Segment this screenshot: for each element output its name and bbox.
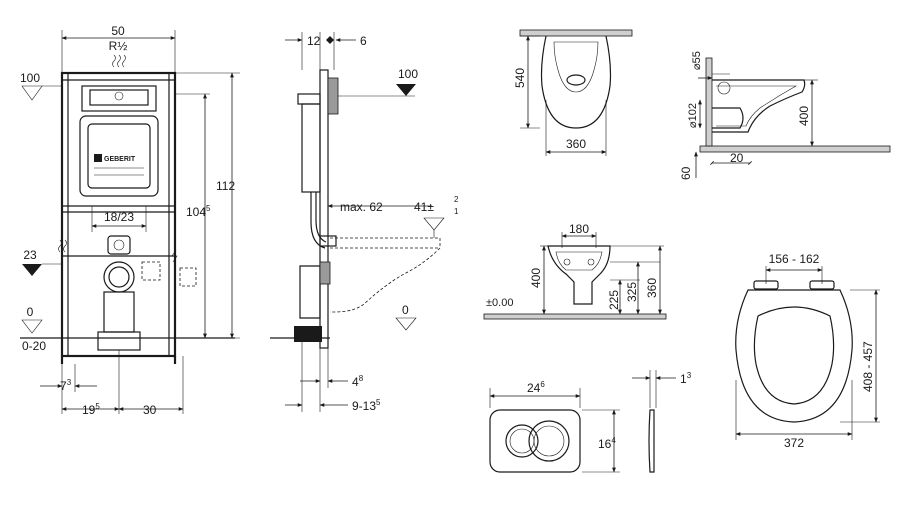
wc-bowl-top [540, 35, 612, 129]
height-total-label: 112 [216, 179, 235, 193]
thread-label: R½ [109, 39, 128, 53]
max-62-label: max. 62 [340, 200, 383, 214]
side-top-left-label: 12 [307, 34, 321, 48]
flush-plate[interactable] [489, 409, 581, 473]
side-level-100-label: 100 [398, 67, 418, 81]
svg-text:73: 73 [60, 378, 72, 393]
wc-front-view: 180 ±0.00 400 225 325 360 [483, 222, 667, 320]
level-range-label: 0-20 [22, 339, 46, 353]
bolt-spacing-label: 18/23 [104, 210, 134, 224]
front-height-a-label: 225 [607, 290, 621, 310]
wc-drop-label: 60 [679, 166, 693, 180]
pm-sign: ± [427, 200, 434, 214]
depth-a-sup: 3 [67, 378, 72, 387]
plate-depth-label: 1 [680, 372, 687, 386]
wc-side-view: ⌀55 ⌀102 400 20 60 [679, 51, 891, 180]
flush-plate-view: 246 164 13 [489, 370, 692, 473]
depth-a-label: 7 [60, 379, 67, 393]
wc-width-label: 360 [566, 137, 586, 151]
side-bottom-a-sup: 8 [359, 374, 364, 383]
side-bottom-b-sup: 5 [376, 398, 381, 407]
front-height-b-label: 325 [625, 282, 639, 302]
depth-c-label: 30 [143, 403, 157, 417]
cistern-body [79, 115, 159, 197]
seat-hinge-right [809, 280, 835, 290]
wc-base-label: 20 [730, 151, 744, 165]
seat-hinge-left [753, 280, 779, 290]
plate-width-label: 24 [527, 381, 541, 395]
pan-tol-bottom: 1 [454, 207, 459, 216]
flush-button-large[interactable] [528, 420, 570, 462]
frame-side-view: 12 6 100 max. 62 41± 2 1 0 [270, 32, 459, 413]
level-marker-icon [396, 84, 416, 96]
cistern-top [81, 85, 157, 112]
wc-diameter-top-label: ⌀55 [691, 51, 703, 70]
svg-text:195: 195 [82, 402, 100, 417]
seat-view: 156 - 162 408 - 457 372 [735, 252, 880, 450]
svg-text:246: 246 [527, 380, 545, 395]
geberit-logo-icon [94, 154, 102, 162]
brand-label: GEBERIT [104, 156, 136, 163]
front-height-c-label: 360 [645, 278, 659, 298]
wc-diameter-pipe-label: ⌀102 [687, 103, 699, 128]
plate-height-label: 16 [598, 437, 612, 451]
wc-length-label: 540 [513, 68, 527, 88]
seat-length-label: 408 - 457 [861, 341, 875, 392]
plate-side-profile [648, 409, 655, 473]
svg-text:1045: 1045 [186, 204, 211, 219]
plate-depth-sup: 3 [687, 371, 692, 380]
seat-outer [735, 289, 853, 423]
wc-top-view: 540 360 [513, 29, 633, 156]
svg-text:164: 164 [598, 436, 616, 451]
side-bottom-b-label: 9-13 [352, 399, 376, 413]
height-partial-label: 104 [186, 205, 206, 219]
level-23-label: 23 [23, 248, 37, 262]
side-cistern [301, 103, 321, 193]
side-level-0-label: 0 [402, 303, 409, 317]
zero-level-label: ±0.00 [486, 297, 513, 309]
frame-front-view: 50 R½ GEBERIT 18/23 [20, 24, 240, 417]
plate-width-sup: 6 [540, 380, 545, 389]
side-drain [299, 265, 321, 319]
pan-height-label: 41 [414, 200, 428, 214]
seat-hinge-label: 156 - 162 [769, 252, 820, 266]
depth-b-sup: 5 [95, 402, 100, 411]
wc-bowl-side [712, 79, 806, 133]
wc-bowl-front [547, 245, 611, 305]
svg-text:41±: 41± [414, 200, 434, 214]
frame-width-label: 50 [111, 24, 125, 38]
power-box-icon [141, 261, 161, 281]
svg-text:13: 13 [680, 371, 692, 386]
seat-inner [753, 306, 835, 405]
svg-text:9-135: 9-135 [352, 398, 381, 413]
svg-text:48: 48 [352, 374, 364, 389]
plate-height-sup: 4 [611, 436, 616, 445]
height-partial-sup: 5 [206, 204, 211, 213]
side-frame-profile [319, 69, 329, 349]
level-100-label: 100 [20, 71, 40, 85]
side-top-right-label: 6 [360, 34, 367, 48]
front-height-label: 400 [529, 268, 543, 288]
level-0-label: 0 [27, 305, 34, 319]
drain-pipe [103, 291, 135, 333]
flush-connector [107, 235, 131, 255]
pan-tol-top: 2 [454, 195, 459, 204]
level-marker-icon [21, 85, 43, 101]
side-bottom-a-label: 4 [352, 375, 359, 389]
flush-button-small[interactable] [505, 424, 539, 458]
electric-icon [171, 249, 178, 263]
depth-b-label: 19 [82, 403, 96, 417]
wc-height-label: 400 [797, 106, 811, 126]
front-spacing-label: 180 [569, 222, 589, 236]
seat-width-label: 372 [784, 436, 804, 450]
water-supply-icon [112, 54, 126, 68]
wc-outline-dashed [330, 237, 441, 313]
frame-outline [60, 71, 177, 358]
